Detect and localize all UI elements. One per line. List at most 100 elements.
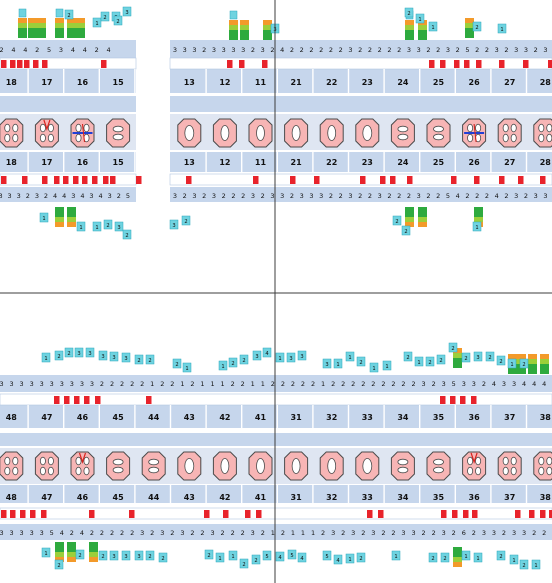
probing-depth: 3	[495, 46, 499, 54]
attachment-level-bar	[67, 207, 76, 212]
bleeding-mark	[89, 510, 95, 518]
bleeding-mark	[42, 60, 48, 68]
tooth-23-icon	[355, 118, 380, 148]
cyan-badge	[509, 554, 519, 565]
cyan-badge-value: 2	[57, 354, 60, 360]
probing-depth: 4	[492, 380, 496, 388]
probing-depth: 3	[472, 380, 476, 388]
probing-depth: 2	[534, 46, 538, 54]
cyan-badge	[472, 221, 482, 232]
lower-tooth-number: 43	[184, 493, 195, 502]
cyan-badge-value: 1	[512, 558, 515, 564]
tooth-crown	[426, 118, 451, 148]
tooth-crown	[106, 118, 131, 148]
probing-depth: 2	[100, 380, 104, 388]
cyan-badge	[369, 362, 379, 373]
cyan-badge	[472, 21, 482, 32]
lower-band	[0, 485, 552, 503]
cyan-badge-value: 2	[161, 556, 164, 562]
cyan-badge-value: 1	[185, 366, 188, 372]
probing-depth: 2	[436, 46, 440, 54]
lower-band	[0, 433, 552, 446]
cyan-badge	[228, 357, 238, 368]
lower-tooth-number: 31	[291, 493, 303, 502]
upper-tooth-number: 16	[77, 78, 89, 87]
lower-tooth-number: 47	[41, 413, 52, 422]
bleeding-mark	[540, 176, 546, 184]
cyan-badge	[228, 550, 238, 561]
cyan-badge-value: 1	[231, 554, 234, 560]
attachment-level-bar	[453, 557, 462, 562]
cyan-badge-value: 2	[116, 19, 119, 25]
furcation-mark	[473, 123, 477, 143]
cyan-badge	[414, 356, 424, 367]
attachment-level-bar	[55, 552, 64, 557]
probing-depth: 1	[180, 380, 184, 388]
bleeding-mark	[74, 396, 80, 404]
tooth-root	[397, 125, 409, 133]
tooth-root	[83, 466, 90, 476]
upper-tooth-number: 16	[77, 158, 89, 167]
probing-depth: 2	[391, 380, 395, 388]
probing-depth: 2	[321, 529, 325, 537]
tooth-crown	[141, 451, 166, 481]
attachment-level-bar	[18, 23, 27, 28]
cyan-badge	[428, 21, 438, 32]
tooth-root	[397, 458, 409, 466]
probing-depth: 2	[231, 529, 235, 537]
probing-depth: 3	[514, 46, 518, 54]
cyan-badge-value: 2	[439, 358, 442, 364]
cyan-badge	[519, 358, 529, 369]
probing-depth: 2	[251, 46, 255, 54]
probing-depth: 2	[504, 192, 508, 200]
probing-depth: 2	[100, 529, 104, 537]
probing-depth: 2	[160, 380, 164, 388]
probing-depth: 3	[8, 192, 12, 200]
cyan-badge-value: 1	[336, 362, 339, 368]
upper-tooth-number: 22	[326, 78, 337, 87]
tooth-root	[112, 458, 124, 466]
attachment-level-bar	[37, 18, 46, 23]
attachment-level-bar	[18, 28, 27, 33]
bleeding-mark	[63, 176, 69, 184]
cyan-badge	[134, 354, 144, 365]
probing-depth: 2	[329, 46, 333, 54]
probing-depth: 2	[290, 46, 294, 54]
bleeding-mark	[129, 510, 135, 518]
tooth-root	[47, 466, 54, 476]
probing-depth: 2	[120, 529, 124, 537]
probing-depth: 2	[281, 380, 285, 388]
cyan-badge	[39, 212, 49, 223]
cyan-badge-value: 2	[464, 356, 467, 362]
upper-tooth-number: 21	[291, 78, 303, 87]
probing-depth: 3	[59, 46, 63, 54]
cyan-badge-value: 2	[359, 556, 362, 562]
probing-depth: 3	[371, 529, 375, 537]
tooth-root	[510, 133, 517, 143]
probing-depth: 3	[348, 46, 352, 54]
lower-tooth-number: 42	[219, 493, 230, 502]
cyan-badge	[215, 552, 225, 563]
attachment-level-bar	[76, 28, 85, 33]
cyan-badge	[121, 352, 131, 363]
cyan-badge	[41, 352, 51, 363]
upper-bleed-row	[0, 57, 137, 70]
cyan-badge-value: 2	[395, 219, 398, 225]
cyan-badge-value: 3	[255, 354, 258, 360]
upper-bleed-row	[169, 57, 552, 70]
attachment-level-bar	[240, 30, 249, 35]
probing-depth: 2	[270, 46, 274, 54]
cyan-badge	[356, 552, 366, 563]
bleeding-mark	[440, 60, 446, 68]
upper-tooth-number: 23	[362, 158, 373, 167]
cyan-badge-value: 2	[475, 25, 478, 31]
probing-depth: 3	[417, 192, 421, 200]
bleeding-mark	[476, 60, 482, 68]
probing-depth: 3	[270, 192, 274, 200]
attachment-level-bar	[67, 23, 76, 28]
attachment-level-bar	[418, 222, 427, 227]
attachment-level-bar	[55, 217, 64, 222]
furcation-mark	[78, 452, 87, 464]
attachment-level-bar	[263, 30, 272, 35]
upper-band	[170, 96, 552, 112]
